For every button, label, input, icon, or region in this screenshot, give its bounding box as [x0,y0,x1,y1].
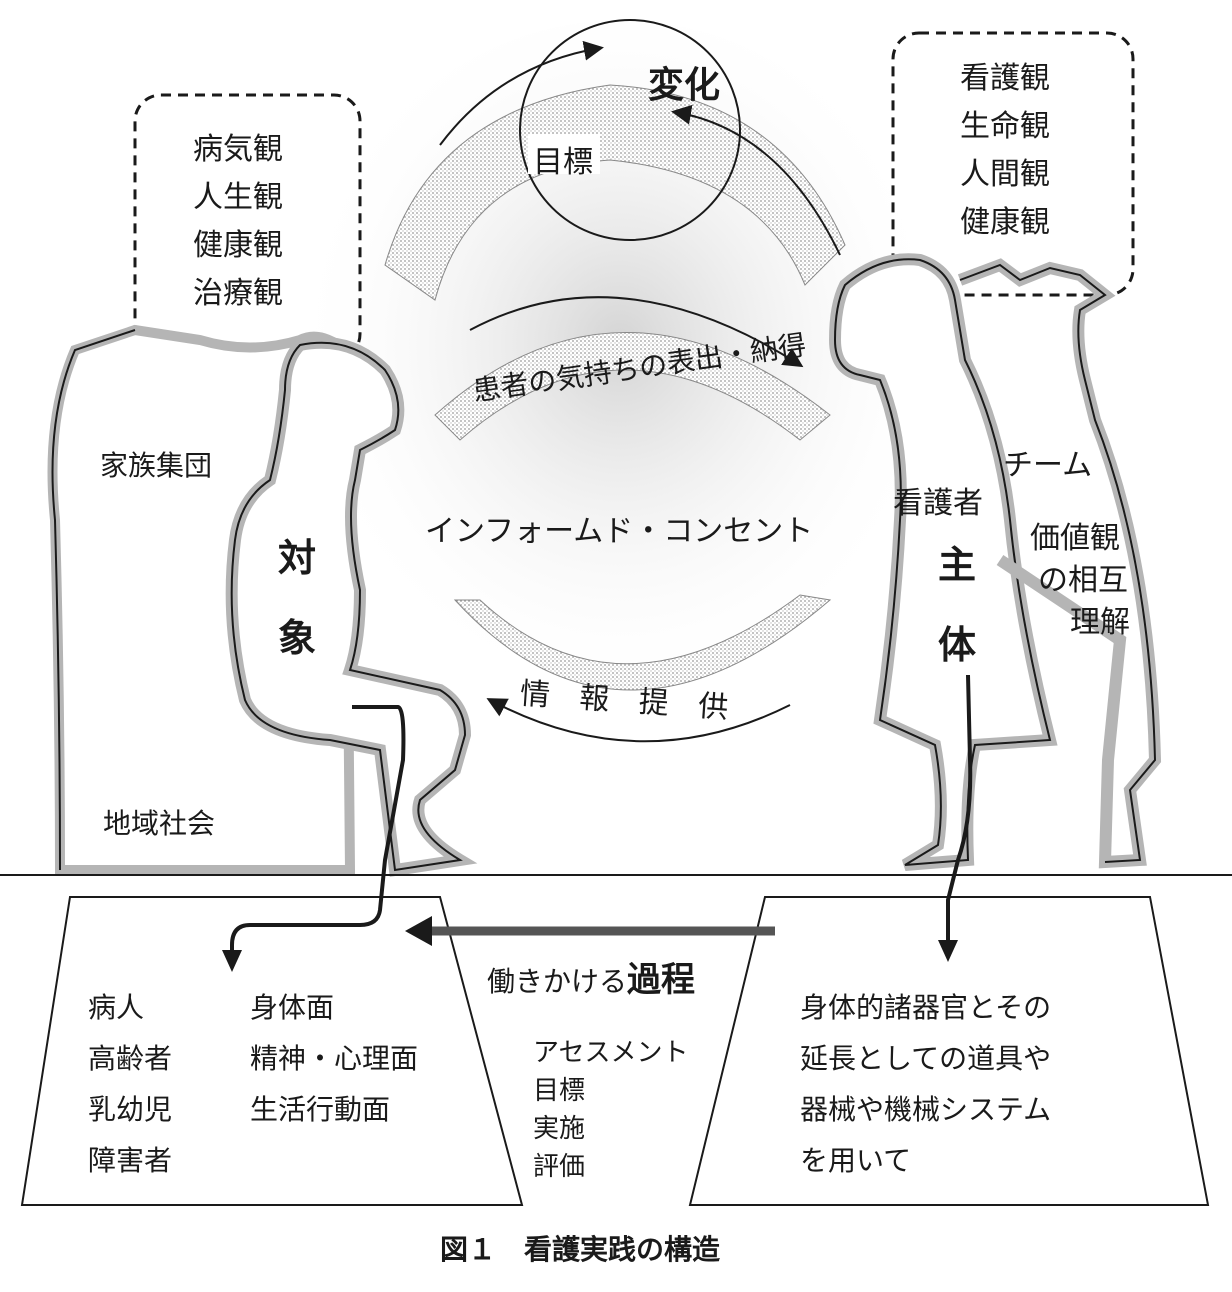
process-steps-list: アセスメント 目標 実施 評価 [533,1034,688,1186]
subject-label: 主 体 [938,525,976,685]
top-arc-outer-arrow [439,40,604,146]
means-line: 器械や機械システム [800,1093,1052,1126]
community-label: 地域社会 [103,807,216,840]
patient-to-object-arrow [230,705,406,958]
process-arrowhead [405,916,432,946]
patient-arrowhead [222,950,242,972]
object-aspects-list: 身体面 精神・心理面 生活行動面 [250,982,418,1135]
subject-char: 主 [938,543,977,587]
process-step: 目標 [533,1076,586,1106]
process-step: 評価 [533,1152,586,1182]
right-views-list: 看護観 生命観 人間観 健康観 [960,55,1050,247]
left-view-item: 健康観 [193,228,283,263]
nurse-to-means-arrow [946,674,973,945]
left-view-item: 人生観 [193,180,283,215]
object-trapezoid [20,896,524,1206]
process-emph: 過程 [627,960,696,1000]
mutual-values-label: 価値観 の相互 理解 [1030,518,1130,644]
process-step: アセスメント [533,1038,689,1068]
left-view-item: 治療観 [193,276,283,311]
object-type: 障害者 [88,1144,173,1177]
means-line: を用いて [800,1144,912,1177]
object-aspect: 身体面 [250,991,335,1024]
process-step: 実施 [533,1114,586,1144]
means-trapezoid [688,896,1210,1206]
change-label: 変化 [648,65,721,106]
lower-arc-arrow [486,698,791,743]
nurse-label: 看護者 [893,486,983,521]
left-view-item: 病気観 [193,132,283,167]
object-aspect: 生活行動面 [250,1093,391,1126]
process-prefix: 働きかける [487,965,628,998]
top-arc-inner-arrow [671,104,841,256]
mutual-values-line: 価値観 [1030,521,1120,556]
object-type: 乳幼児 [88,1093,173,1126]
nurse-arrowhead [938,940,958,962]
right-view-item: 人間観 [960,157,1050,192]
process-label: 働きかける過程 [487,952,695,1001]
right-views-box [891,31,1135,297]
upper-arc-arrow [469,296,804,368]
informed-consent-label: インフォームド・コンセント [425,514,814,549]
means-list: 身体的諸器官とその 延長としての道具や 器械や機械システム を用いて [800,982,1051,1186]
object-types-list: 病人 高齢者 乳幼児 障害者 [88,982,172,1186]
nurse-outline [833,258,1052,866]
family-group-outline [51,329,136,871]
figure-caption: 図１ 看護実践の構造 [440,1233,721,1266]
lower-arc-band [453,594,832,691]
patient-outline [230,341,467,872]
team-label: チーム [1003,448,1093,483]
object-aspect: 精神・心理面 [250,1042,419,1075]
mutual-values-line: 理解 [1070,605,1130,640]
family-group-label: 家族集団 [100,449,213,482]
object-char: 象 [278,616,317,660]
object-char: 対 [278,536,317,580]
goal-label: 目標 [533,145,593,180]
right-view-item: 健康観 [960,205,1050,240]
object-type: 病人 [88,991,145,1024]
goal-label-bg [528,134,600,174]
means-line: 身体的諸器官とその [800,991,1052,1024]
upper-arc-band [434,332,831,441]
goal-circle [519,19,741,241]
team-outline [959,263,1157,863]
means-line: 延長としての道具や [800,1042,1052,1075]
right-view-item: 看護観 [960,61,1050,96]
mutual-values-line: の相互 [1038,563,1128,598]
object-label: 対 象 [278,518,316,678]
object-type: 高齢者 [88,1042,173,1075]
right-view-item: 生命観 [960,109,1050,144]
subject-char: 体 [938,623,977,667]
left-views-list: 病気観 人生観 健康観 治療観 [193,126,283,318]
